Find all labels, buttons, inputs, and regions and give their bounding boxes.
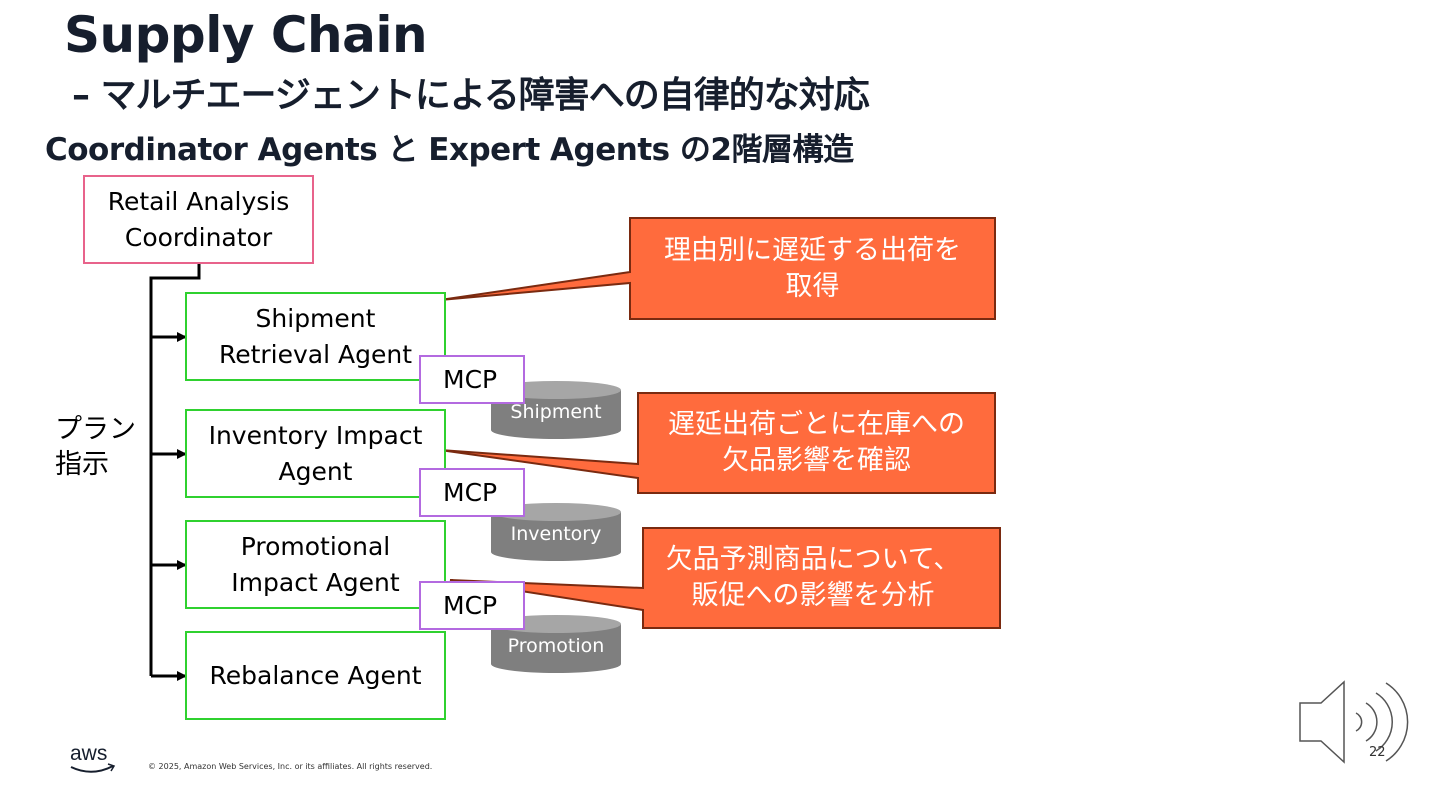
shipment-retrieval-agent-box: Shipment Retrieval Agent (185, 292, 446, 381)
copyright-text: © 2025, Amazon Web Services, Inc. or its… (148, 762, 433, 771)
callout-inventory-text: 遅延出荷ごとに在庫への 欠品影響を確認 (668, 409, 965, 476)
mcp-box-shipment: MCP (419, 355, 525, 404)
coordinator-connector (149, 263, 201, 676)
callout-shape-2 (439, 392, 996, 494)
page-number: 22 (1369, 745, 1386, 760)
page-title: Supply Chain (64, 6, 428, 64)
plan-instruction-label: プラン 指示 (55, 414, 136, 480)
callout-shape-1 (439, 217, 996, 320)
database-promotion-label: Promotion (507, 635, 605, 657)
database-shipment-label: Shipment (510, 401, 602, 423)
page-subtitle: – マルチエージェントによる障害への自律的な対応 (72, 75, 870, 116)
mcp-box-inventory: MCP (419, 468, 525, 517)
promotional-impact-agent-box: Promotional Impact Agent (185, 520, 446, 609)
speaker-icon (1299, 680, 1409, 764)
section-heading: Coordinator Agents と Expert Agents の2階層構… (45, 132, 854, 168)
callout-shipment-text: 理由別に遅延する出荷を 取得 (664, 234, 961, 302)
rebalance-agent-box: Rebalance Agent (185, 631, 446, 720)
aws-logo: aws (70, 742, 108, 765)
aws-logo-smile (70, 765, 114, 773)
coordinator-box: Retail Analysis Coordinator (83, 175, 314, 264)
callout-promotion-text: 欠品予測商品について、 販促への影響を分析 (665, 544, 961, 611)
callout-shape-3 (449, 527, 1001, 629)
inventory-impact-agent-box: Inventory Impact Agent (185, 409, 446, 498)
mcp-box-promotion: MCP (419, 581, 525, 630)
database-inventory-label: Inventory (510, 523, 602, 545)
